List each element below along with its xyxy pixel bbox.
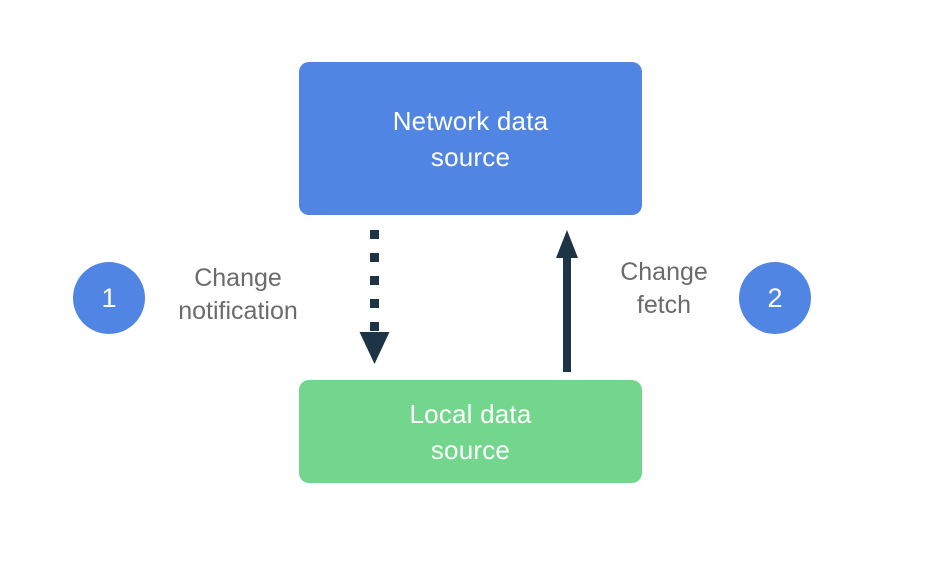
arrow-change-fetch-icon [556,230,578,372]
edge-label-change-fetch: Change fetch [620,258,708,319]
node-network-data-source[interactable]: Network data source [299,62,642,215]
edge-label-change-notification: Change notification [178,264,298,325]
step-badge-1[interactable]: 1 [73,262,145,334]
node-network-data-source-label: Network data source [392,105,549,172]
node-local-data-source-label: Local data source [409,398,532,465]
arrow-change-notification-icon [359,230,390,364]
step-badge-2[interactable]: 2 [739,262,811,334]
step-badge-1-number: 1 [101,282,117,313]
node-local-data-source[interactable]: Local data source [299,380,642,483]
step-badge-2-number: 2 [767,282,783,313]
